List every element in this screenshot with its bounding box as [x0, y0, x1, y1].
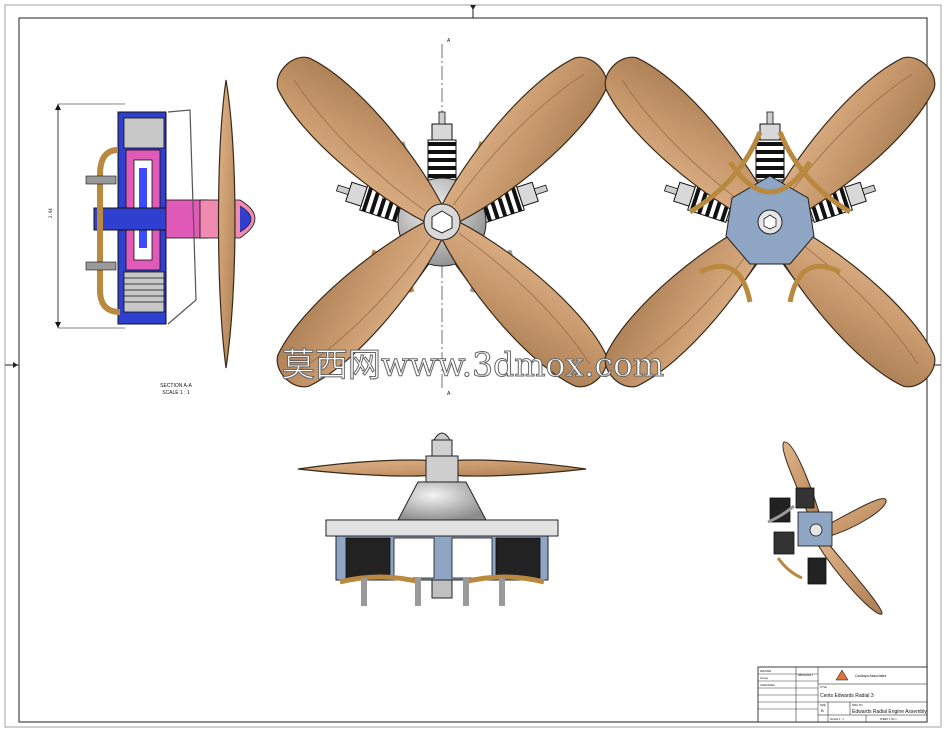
- isometric-view: [767, 441, 887, 615]
- section-marker-top: A: [447, 38, 451, 44]
- scale-label: SCALE 1 : 1: [830, 718, 844, 721]
- sheet-label: SHEET 1 OF 1: [880, 718, 897, 721]
- section-label: SECTION A-A: [160, 383, 192, 389]
- drawn-date: 08/04/2017: [798, 673, 813, 677]
- side-view: [297, 432, 587, 606]
- dwg-title: Edwards Radial Engine Assembly: [852, 709, 927, 715]
- section-view: 2.94 SECTION A-A SCALE 1 : 1: [48, 79, 256, 396]
- section-scale: SCALE 1 : 1: [162, 390, 190, 396]
- front-view: A A: [262, 38, 622, 402]
- size-label: SIZE: [820, 704, 826, 707]
- rear-view: [590, 42, 946, 402]
- watermark-text: 莫西网www.3dmox.com: [282, 345, 664, 384]
- drawn-label: DRAWN: [760, 669, 771, 673]
- dimension-text: 2.94: [48, 208, 53, 218]
- size-value: B: [821, 708, 824, 713]
- drawing-title: Cents Edwards Radial 3: [820, 693, 874, 699]
- company-logo-icon: [835, 669, 849, 681]
- title-block: Cavitaya Associates DRAWN Camp 08/04/201…: [757, 666, 928, 723]
- dwg-label: DWG NO: [852, 704, 863, 707]
- title-label: TITLE: [820, 686, 827, 689]
- checked-label: CHECKED: [760, 683, 776, 687]
- section-marker-bottom: A: [447, 391, 451, 397]
- drawn-by: Camp: [760, 676, 768, 680]
- company-name: Cavitaya Associates: [855, 674, 887, 678]
